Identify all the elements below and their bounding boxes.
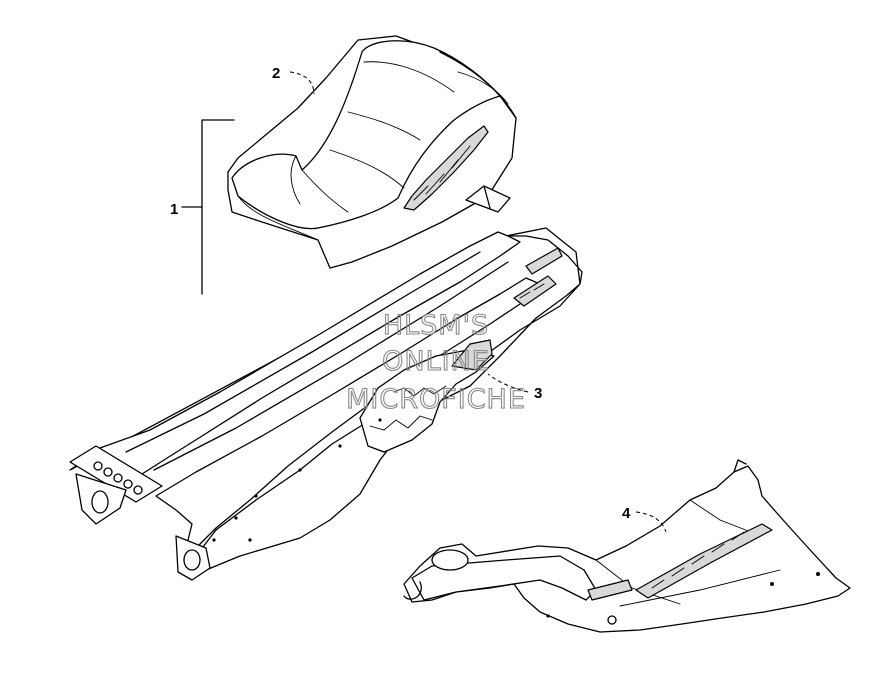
callout-3[interactable]: 3 (534, 385, 542, 402)
callout-2[interactable]: 2 (272, 65, 280, 82)
seat-part[interactable] (227, 35, 517, 269)
callouts: 1 2 3 4 (170, 65, 631, 522)
side-panel-part[interactable] (403, 459, 851, 633)
leader-lines (289, 71, 667, 533)
seat-base-part[interactable] (69, 185, 583, 581)
watermark-line-3: MICROFICHE (346, 384, 526, 415)
watermark-line-2: ONLINE (382, 346, 490, 377)
assembly-bracket (181, 119, 235, 295)
watermark-line-1: HLSM'S (383, 310, 489, 341)
watermark: HLSM'S ONLINE MICROFICHE (346, 309, 526, 415)
callout-4[interactable]: 4 (622, 505, 631, 522)
callout-1[interactable]: 1 (170, 201, 178, 218)
